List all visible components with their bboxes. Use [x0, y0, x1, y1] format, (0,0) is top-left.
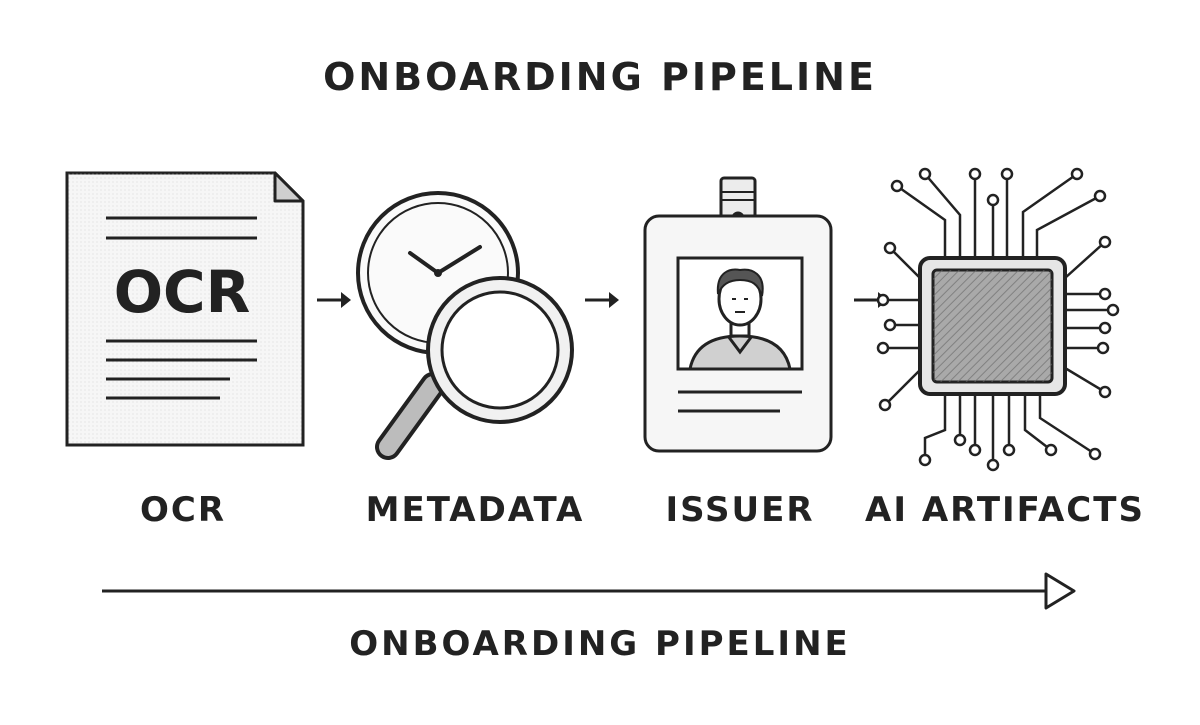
stage-label-ocr: OCR	[139, 490, 227, 530]
stage-label-issuer: ISSUER	[665, 490, 815, 530]
clock-magnifier-icon	[356, 191, 574, 460]
document-icon: OCR	[65, 171, 305, 447]
pipeline-arrow-icon	[102, 572, 1076, 610]
arrow-icon	[585, 292, 619, 308]
ai-chip-icon	[876, 167, 1120, 472]
stage-label-metadata: METADATA	[365, 490, 585, 530]
pipeline-footer-label: ONBOARDING PIPELINE	[349, 624, 851, 664]
diagram-title: ONBOARDING PIPELINE	[323, 55, 877, 99]
stage-label-ai-artifacts: AI ARTIFACTS	[865, 490, 1145, 530]
arrow-icon	[317, 292, 351, 308]
document-ocr-text: OCR	[114, 258, 251, 326]
id-badge-icon	[643, 176, 833, 453]
